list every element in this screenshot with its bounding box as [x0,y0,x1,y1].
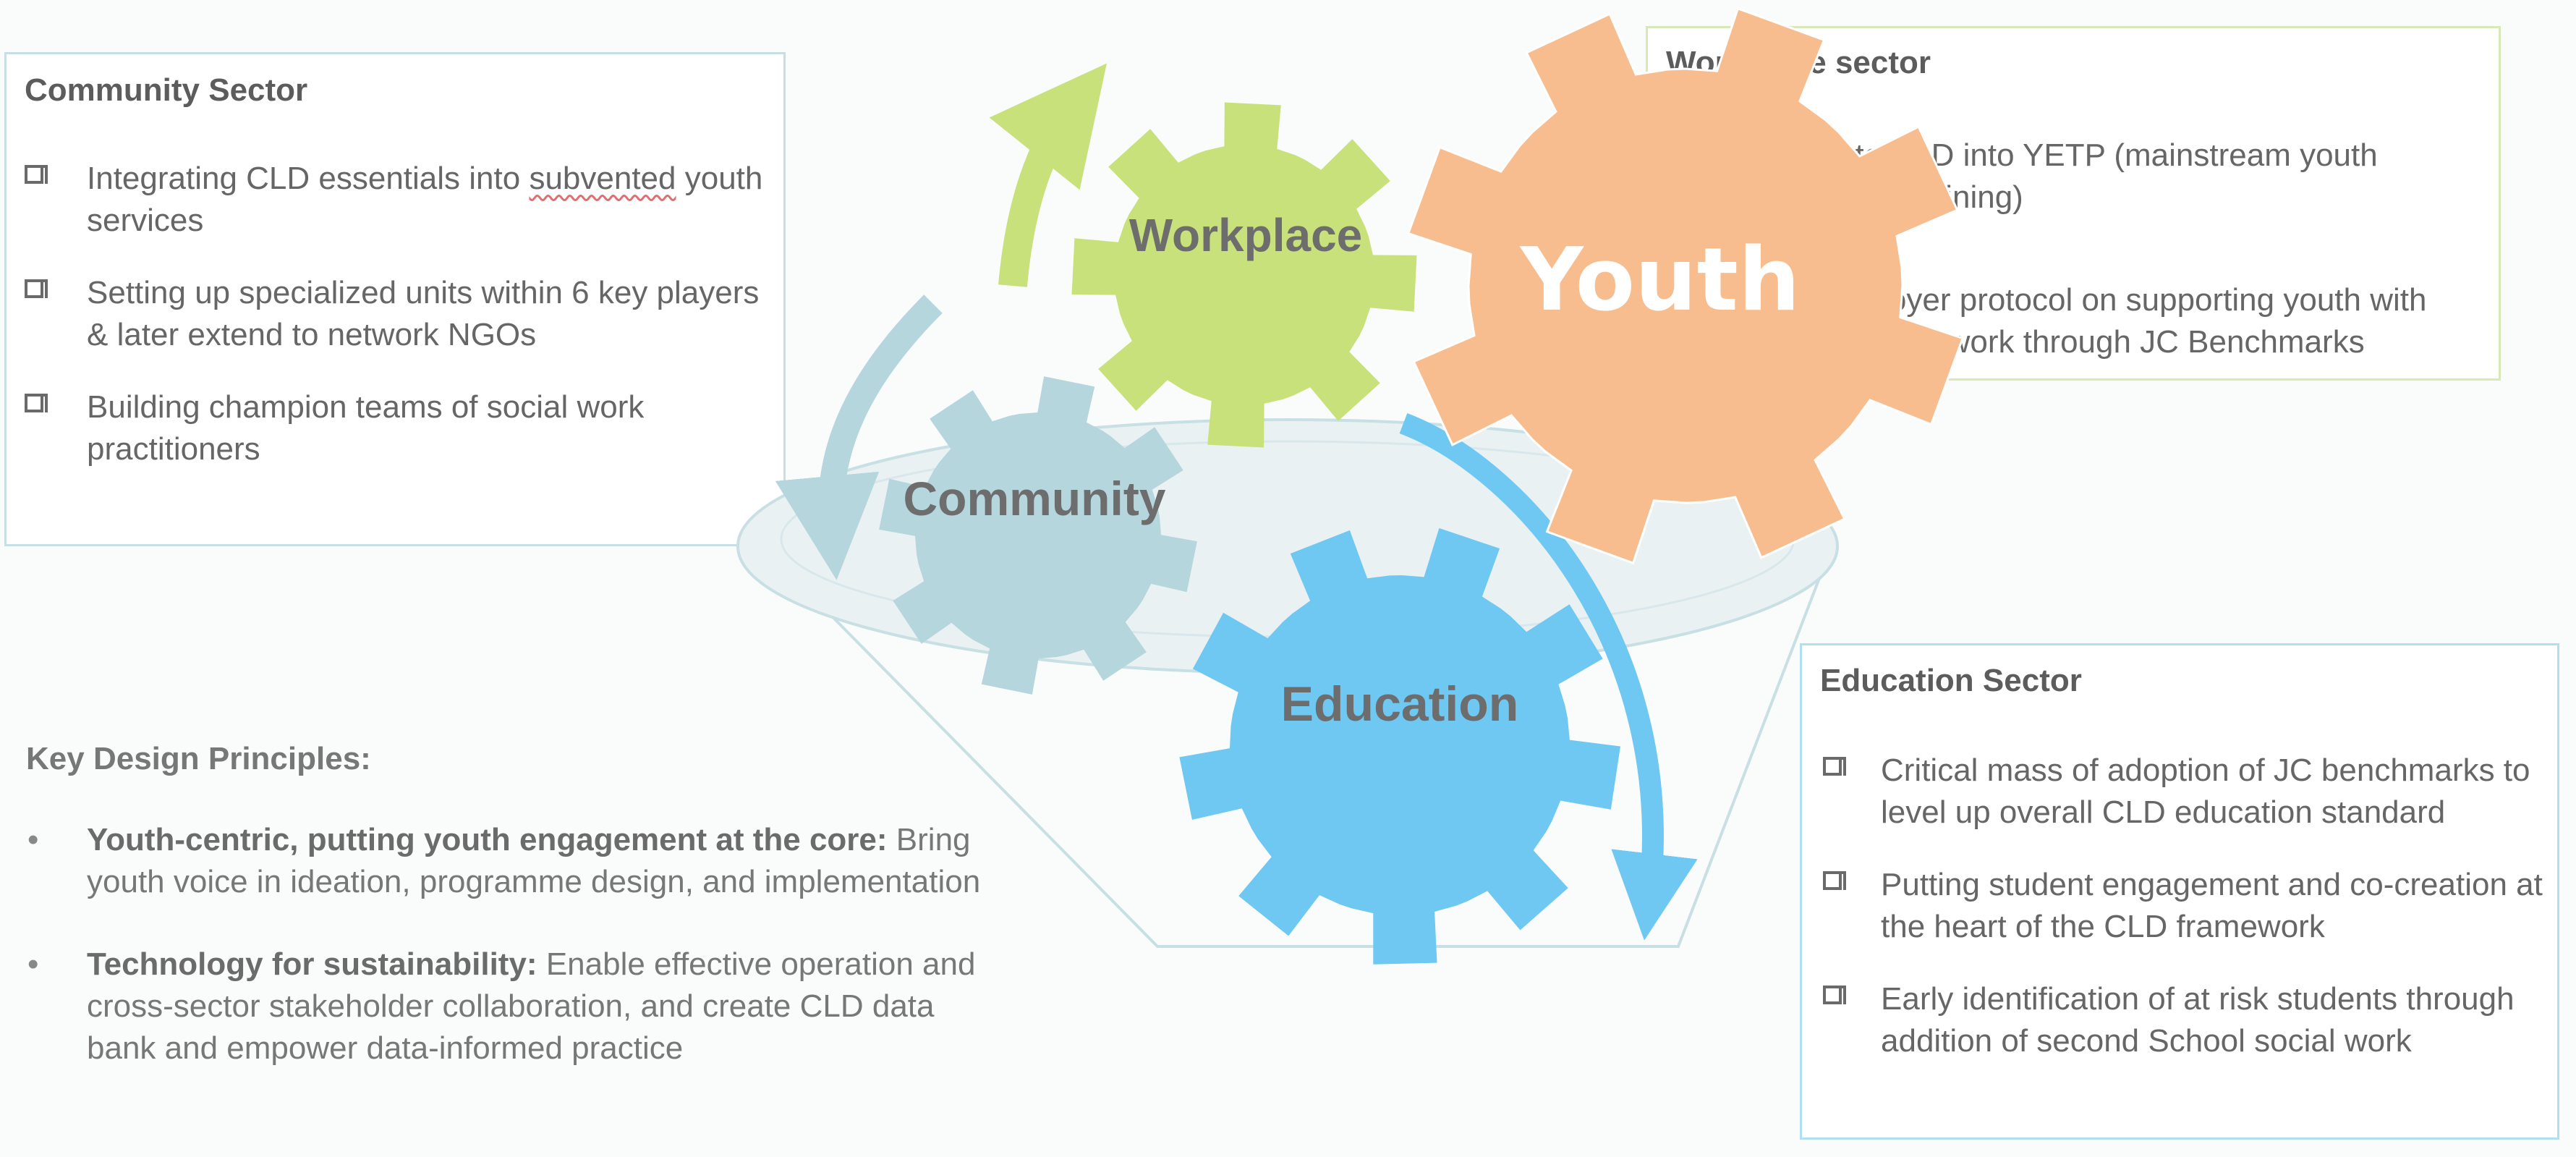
principle-bold: Youth-centric, putting youth engagement … [87,822,888,857]
principles-heading: Key Design Principles: [26,741,371,776]
education-gear-label: Education [1281,677,1519,732]
item-line: mployer protocol on supporting youth wit… [1837,282,2427,318]
community-items: Integrating CLD essentials into subvente… [25,158,770,501]
education-sector-title: Education Sector [1820,663,2082,698]
item-text-pre: Integrating CLD essentials into [87,161,530,196]
principle-item: • Technology for sustainability: Enable … [26,944,988,1069]
item-text: Putting student engagement and co-creati… [1881,867,2543,944]
checkbox-icon [25,394,48,412]
bullet-dot: • [27,946,39,982]
checkbox-icon [25,165,48,184]
key-design-principles: Key Design Principles: • Youth-centric, … [26,741,988,1110]
bullet-dot: • [27,822,39,857]
list-item: Setting up specialized units within 6 ke… [25,272,770,356]
checkbox-icon [1823,757,1846,776]
curved-arrow-icon [775,294,943,580]
list-item: Putting student engagement and co-creati… [1823,864,2546,948]
community-gear-label: Community [904,472,1166,525]
checkbox-icon [1823,871,1846,890]
curved-arrow-icon [1399,412,1698,941]
curved-arrow-icon [989,63,1107,287]
item-text: Critical mass of adoption of JC benchmar… [1881,753,2530,830]
principle-item: • Youth-centric, putting youth engagemen… [26,819,988,903]
community-sector-title: Community Sector [25,72,308,108]
list-item: Early identification of at risk students… [1823,978,2546,1062]
education-sector-box [1800,643,2559,1140]
checkbox-icon [25,279,48,298]
youth-gear-label: Youth [1519,230,1801,331]
item-text-post: youth services [87,161,763,238]
spellcheck-flag-word: subvented [529,161,676,196]
item-text: Early identification of at risk students… [1881,981,2515,1059]
education-gear [1179,527,1620,965]
list-item: Building champion teams of social work p… [25,386,770,470]
principle-text: Enable effective operation and cross-sec… [87,946,976,1066]
education-items: Critical mass of adoption of JC benchmar… [1823,750,2546,1093]
principle-bold: Technology for sustainability: [87,946,537,982]
community-sector-box [4,52,786,546]
youth-gear [1406,7,1965,565]
item-text: Setting up specialized units within 6 ke… [87,275,760,352]
workplace-gear [1071,102,1417,448]
list-item: Integrating CLD essentials into subvente… [25,158,770,242]
checkbox-icon [1823,986,1846,1004]
item-text: Building champion teams of social work p… [87,389,645,467]
workplace-gear-label: Workplace [1129,209,1363,261]
list-item: Critical mass of adoption of JC benchmar… [1823,750,2546,834]
community-gear [879,376,1197,695]
principle-text: Bring youth voice in ideation, programme… [87,822,981,899]
